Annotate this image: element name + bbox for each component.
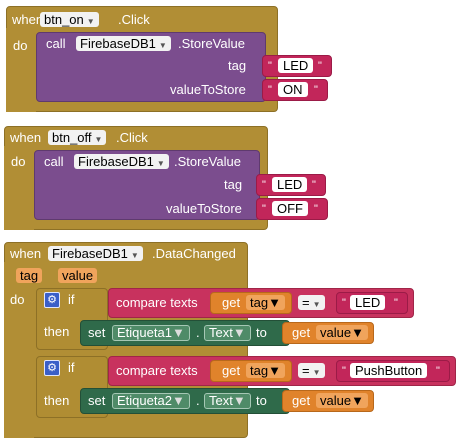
quote-close: " [318,60,322,72]
set-keyword: set [88,393,106,408]
get-var-dropdown[interactable]: tag▼ [246,363,285,378]
quote-close: " [314,203,318,215]
when-keyword: when [10,130,42,145]
db-dropdown-off[interactable]: FirebaseDB1▼ [74,154,169,169]
quote-open: " [262,179,266,191]
gear-icon[interactable]: ⚙ [44,360,60,376]
set-component-dropdown[interactable]: Etiqueta2▼ [112,393,190,409]
component-dropdown-btn-off[interactable]: btn_off▼ [48,130,107,145]
compare-text-value-2[interactable]: PushButton [350,363,428,378]
quote-close: " [314,84,318,96]
chevron-down-icon: ▼ [86,17,95,26]
chevron-down-icon: ▼ [232,325,246,340]
to-keyword: to [256,325,267,340]
quote-open: " [342,297,346,309]
value-to-store-label: valueToStore [166,201,242,216]
if-keyword: if [68,292,75,307]
tag-label: tag [228,58,247,73]
event-name: .Click [116,130,148,145]
chevron-down-icon: ▼ [312,300,321,309]
tag-text-value-off[interactable]: LED [272,177,308,192]
quote-close: " [312,179,316,191]
value-text-value-on[interactable]: ON [278,82,308,97]
set-component-dropdown[interactable]: Etiqueta1▼ [112,325,190,341]
chevron-down-icon: ▼ [171,393,185,408]
do-keyword: do [13,38,28,53]
tag-text-value-on[interactable]: LED [278,58,314,73]
gear-icon[interactable]: ⚙ [44,292,60,308]
quote-open: " [268,60,272,72]
call-keyword: call [44,154,64,169]
quote-open: " [262,203,266,215]
param-tag[interactable]: tag [16,268,43,283]
when-keyword: when [12,12,44,27]
chevron-down-icon: ▼ [130,251,139,260]
set-property-dropdown[interactable]: Text▼ [204,393,251,409]
db-dropdown-on[interactable]: FirebaseDB1▼ [76,36,171,51]
component-dropdown-btn-on[interactable]: btn_on▼ [40,12,99,27]
chevron-down-icon: ▼ [171,325,185,340]
get-keyword: get [222,295,241,310]
compare-label: compare texts [116,363,198,378]
chevron-down-icon: ▼ [351,325,364,340]
get-var-dropdown[interactable]: value▼ [316,325,368,340]
then-keyword: then [44,324,70,339]
chevron-down-icon: ▼ [312,368,321,377]
chevron-down-icon: ▼ [156,159,165,168]
get-var-dropdown[interactable]: value▼ [316,393,368,408]
get-keyword: get [292,325,311,340]
dot-separator: . [196,325,200,340]
set-property-dropdown[interactable]: Text▼ [204,325,251,341]
get-keyword: get [292,393,311,408]
quote-close: " [436,365,440,377]
method-name: .StoreValue [178,36,245,51]
value-text-value-off[interactable]: OFF [272,201,308,216]
param-value[interactable]: value [58,268,98,283]
when-keyword: when [10,246,42,261]
method-name: .StoreValue [174,154,241,169]
chevron-down-icon: ▼ [158,41,167,50]
then-keyword: then [44,393,70,408]
component-dropdown-db[interactable]: FirebaseDB1▼ [48,246,143,261]
set-keyword: set [88,325,106,340]
do-keyword: do [10,292,25,307]
operator-dropdown[interactable]: =▼ [298,295,325,310]
call-keyword: call [46,36,66,51]
compare-text-value-1[interactable]: LED [350,295,386,310]
to-keyword: to [256,393,267,408]
quote-close: " [394,297,398,309]
get-keyword: get [222,363,241,378]
chevron-down-icon: ▼ [268,363,281,378]
event-name: .DataChanged [152,246,236,261]
dot-separator: . [196,393,200,408]
compare-label: compare texts [116,295,198,310]
chevron-down-icon: ▼ [268,295,281,310]
if-keyword: if [68,360,75,375]
get-var-dropdown[interactable]: tag▼ [246,295,285,310]
quote-open: " [342,365,346,377]
quote-open: " [268,84,272,96]
event-name: .Click [118,12,150,27]
chevron-down-icon: ▼ [351,393,364,408]
tag-label: tag [224,177,243,192]
operator-dropdown[interactable]: =▼ [298,363,325,378]
chevron-down-icon: ▼ [232,393,246,408]
value-to-store-label: valueToStore [170,82,246,97]
chevron-down-icon: ▼ [94,135,103,144]
do-keyword: do [11,154,26,169]
